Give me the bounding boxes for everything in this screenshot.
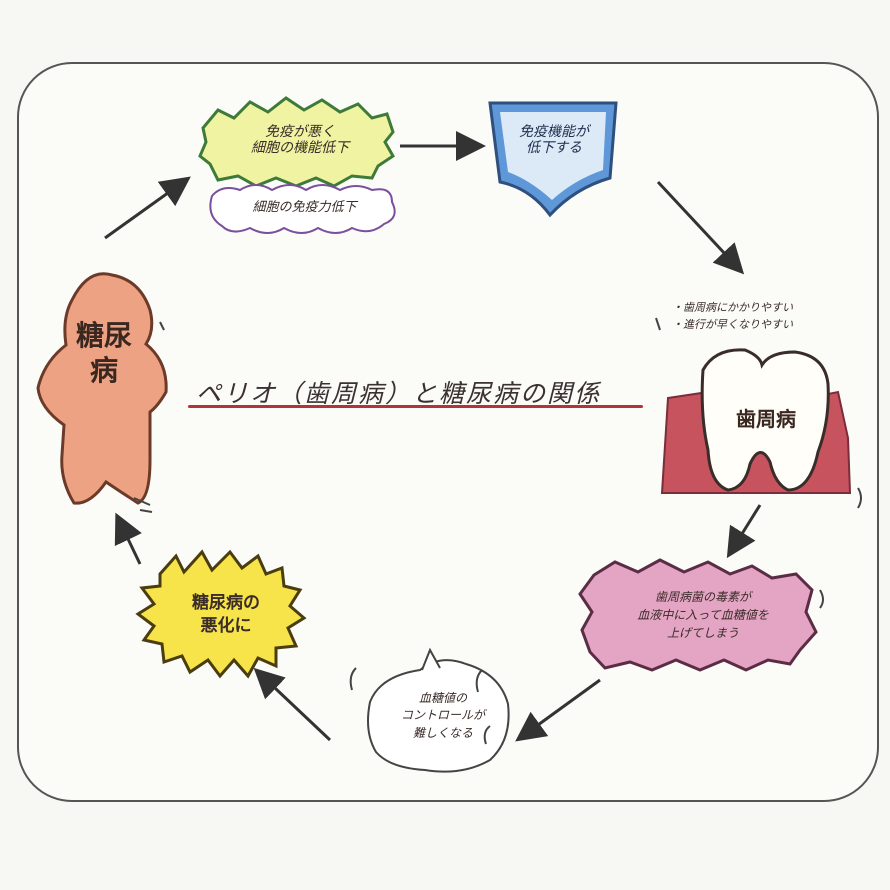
worsen-text: 糖尿病の 悪化に (170, 592, 282, 638)
perio-note-1: ・歯周病にかかりやすい (672, 301, 793, 314)
title-underline (188, 405, 643, 408)
immune-bubble-line2: 細胞の機能低下 (251, 140, 349, 157)
arrow-diabetes-to-immune (104, 176, 191, 240)
arrow-drop-to-perio (656, 180, 745, 275)
worsen-line1: 糖尿病の (192, 593, 260, 613)
immune-bubble-shape (198, 96, 395, 188)
glucose-text: 血糖値の コントロールが 難しくなる (384, 690, 502, 742)
worsen-line2: 悪化に (200, 615, 252, 636)
inflammation-line2: 血液中に入って血糖値を (637, 608, 769, 622)
vessel-bubble-shape (209, 184, 396, 234)
perio-notes: ・歯周病にかかりやすい ・進行が早くなりやすい (672, 300, 793, 333)
immune-drop-line2: 低下する (526, 140, 582, 157)
perio-note-2: ・進行が早くなりやすい (672, 317, 793, 331)
inflammation-bubble-shape (578, 558, 818, 672)
tooth-shape (700, 348, 830, 492)
diabetes-label: 糖尿病 (75, 319, 132, 387)
arrow-perio-to-inflammation (726, 504, 762, 559)
glucose-bubble-shape (367, 659, 510, 773)
tooth-label: 歯周病 (736, 407, 796, 431)
inflammation-line1: 歯周病菌の毒素が (654, 590, 751, 604)
arrow-inflammation-to-glucose (515, 678, 601, 742)
arrow-worsen-to-diabetes (114, 512, 142, 565)
inflammation-line3: 上げてしまう (666, 626, 739, 640)
vessel-bubble-text: 細胞の免疫力低下 (252, 200, 357, 215)
worsen-burst-shape (135, 549, 307, 679)
immune-drop-line1: 免疫機能が (519, 124, 589, 140)
arrow-glucose-to-worsen (253, 667, 332, 742)
diabetes-figure (36, 272, 168, 505)
glucose-line2: コントロールが (400, 708, 485, 723)
glucose-line3: 難しくなる (412, 725, 473, 740)
glucose-line1: 血糖値の (418, 691, 467, 705)
inflammation-text: 歯周病菌の毒素が 血液中に入って血糖値を 上げてしまう (598, 588, 808, 642)
immune-bubble-line1: 免疫が悪く (265, 124, 335, 140)
immune-bubble-text: 免疫が悪く 細胞の機能低下 (215, 124, 385, 156)
immune-drop-text: 免疫機能が 低下する (498, 124, 610, 156)
diagram-title: ペリオ（歯周病）と糖尿病の関係 (196, 379, 602, 408)
